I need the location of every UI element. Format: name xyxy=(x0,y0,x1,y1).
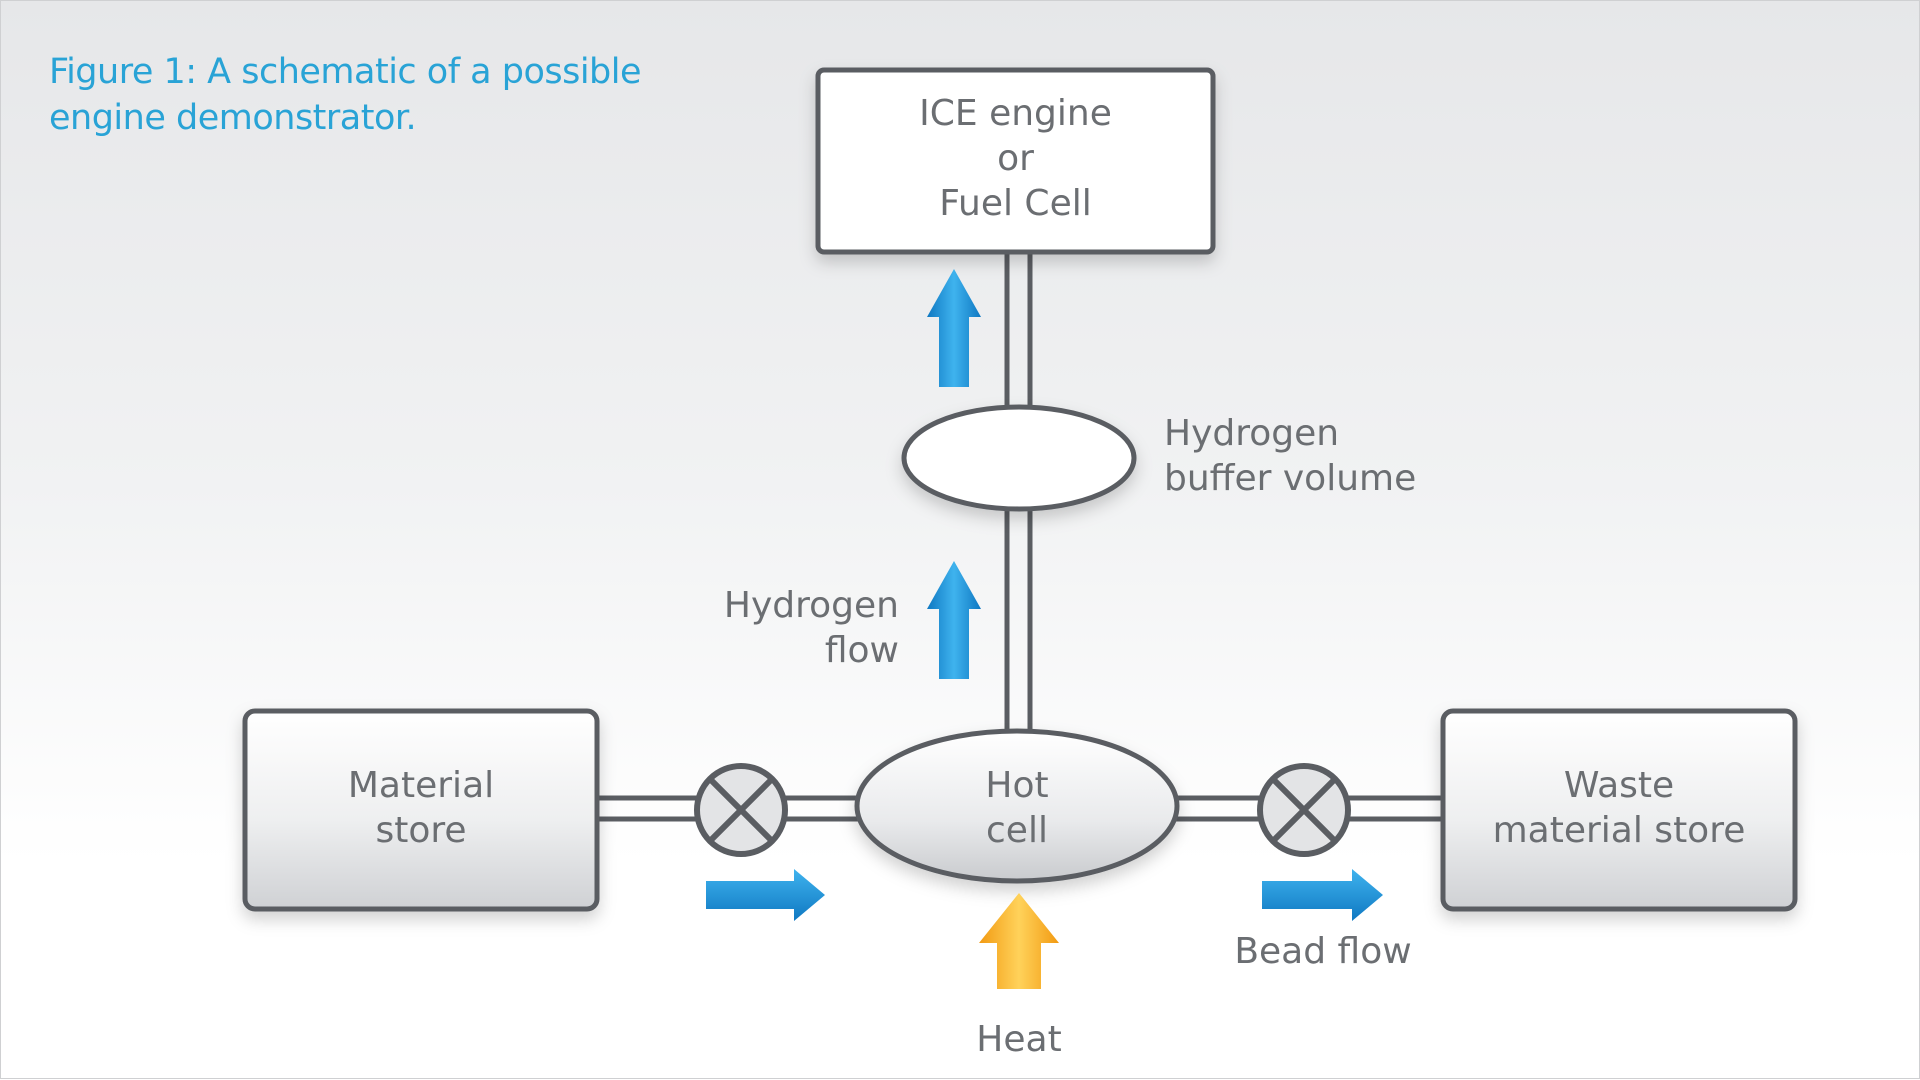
bead-flow-arrow-right-icon xyxy=(1262,869,1383,921)
material-store-label-line-2: store xyxy=(375,810,467,851)
figure-caption-line-2: engine demonstrator. xyxy=(49,98,417,138)
waste-store-box xyxy=(1440,708,1798,912)
hot-cell-ellipse xyxy=(854,728,1180,884)
engine-label-line-1: ICE engine xyxy=(919,93,1112,134)
material-store-box xyxy=(242,708,600,912)
hydrogen-flow-label-line-1: Hydrogen xyxy=(723,585,899,626)
hot-cell-label: Hot cell xyxy=(917,763,1117,853)
material-store-label-line-1: Material xyxy=(347,765,495,806)
waste-store-label: Waste material store xyxy=(1443,763,1795,853)
heat-label: Heat xyxy=(976,1019,1062,1060)
hot-cell-label-line-1: Hot xyxy=(985,765,1049,806)
hot-cell-label-line-2: cell xyxy=(986,810,1048,851)
engine-box xyxy=(815,67,1216,255)
engine-label-line-3: Fuel Cell xyxy=(939,183,1092,224)
bead-flow-arrow-left-icon xyxy=(706,869,825,921)
figure-caption-line-1: Figure 1: A schematic of a possible xyxy=(49,52,642,92)
waste-store-label-line-2: material store xyxy=(1492,810,1746,851)
hydrogen-flow-label-line-2: flow xyxy=(824,630,899,671)
material-store-label: Material store xyxy=(245,763,597,853)
buffer-label: Hydrogen buffer volume xyxy=(1164,411,1416,501)
engine-label-line-2: or xyxy=(997,138,1034,179)
hydrogen-buffer-ellipse xyxy=(901,404,1137,512)
right-valve-icon xyxy=(1257,763,1351,857)
figure-caption: Figure 1: A schematic of a possible engi… xyxy=(49,49,642,141)
buffer-label-line-2: buffer volume xyxy=(1164,458,1417,499)
buffer-label-line-1: Hydrogen xyxy=(1164,413,1340,454)
hydrogen-flow-arrow-icon xyxy=(927,561,981,679)
heat-arrow-icon xyxy=(979,893,1059,989)
waste-store-label-line-1: Waste xyxy=(1563,765,1675,806)
engine-feed-arrow-icon xyxy=(927,269,981,387)
bead-flow-label: Bead flow xyxy=(1234,931,1412,972)
hydrogen-flow-label: Hydrogen flow xyxy=(701,583,899,673)
engine-label: ICE engine or Fuel Cell xyxy=(818,91,1213,226)
left-valve-icon xyxy=(694,763,788,857)
